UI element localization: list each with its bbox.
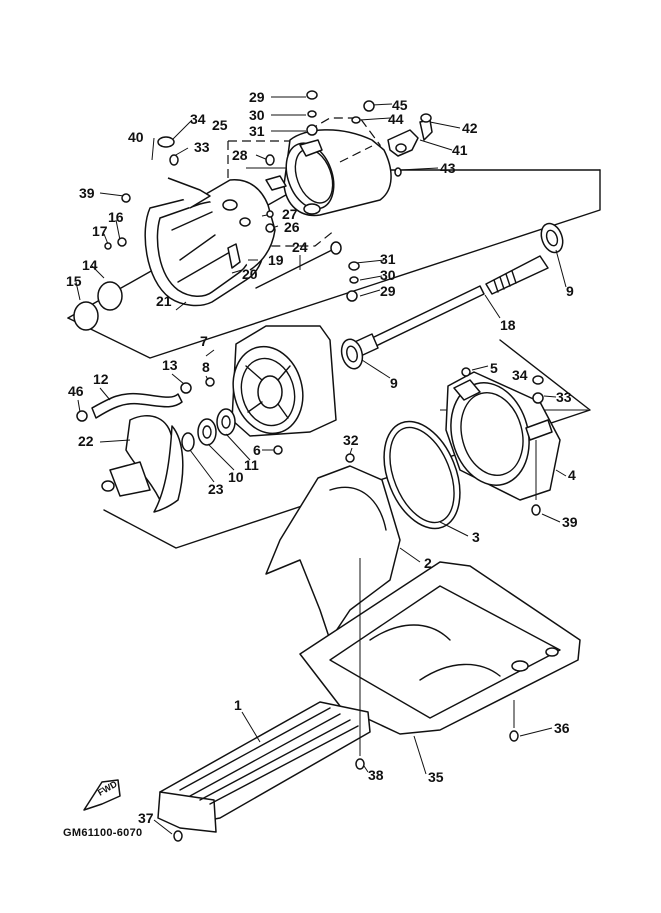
forward-direction-arrow: FWD [83, 779, 121, 811]
callout-33-lower: 33 [556, 389, 572, 405]
callout-39-lower: 39 [562, 514, 578, 530]
callout-33-top: 33 [194, 139, 210, 155]
drive-shaft [345, 255, 549, 361]
callout-24: 24 [292, 239, 308, 255]
callout-46: 46 [68, 383, 84, 399]
callout-6: 6 [253, 442, 261, 458]
impeller [101, 415, 184, 513]
callout-19: 19 [268, 252, 284, 268]
callout-40: 40 [128, 129, 144, 145]
callout-16: 16 [108, 209, 124, 225]
impeller-housing [231, 325, 337, 437]
callout-34-lower: 34 [512, 367, 528, 383]
callout-45: 45 [392, 97, 408, 113]
callout-27: 27 [282, 206, 298, 222]
seal-stack [181, 408, 236, 452]
callout-4: 4 [568, 467, 576, 483]
bracket-41 [387, 119, 433, 157]
part-callouts: 29 30 31 34 40 25 33 28 39 16 17 14 15 2… [63, 89, 578, 839]
callout-1: 1 [234, 697, 242, 713]
callout-9-upper: 9 [566, 283, 574, 299]
callout-5: 5 [490, 360, 498, 376]
callout-7: 7 [200, 333, 208, 349]
callout-9-middle: 9 [390, 375, 398, 391]
callout-44: 44 [388, 111, 404, 127]
callout-23: 23 [208, 481, 224, 497]
callout-17: 17 [92, 223, 108, 239]
callout-10: 10 [228, 469, 244, 485]
callout-18: 18 [500, 317, 516, 333]
callout-3: 3 [472, 529, 480, 545]
intake-duct [265, 465, 401, 641]
callout-31-top: 31 [249, 123, 265, 139]
callout-36: 36 [554, 720, 570, 736]
callout-30-top: 30 [249, 107, 265, 123]
callout-42: 42 [462, 120, 478, 136]
tie-bolt [255, 241, 342, 289]
callout-37: 37 [138, 810, 154, 826]
callout-29-lower: 29 [380, 283, 396, 299]
callout-32: 32 [343, 432, 359, 448]
callout-41: 41 [452, 142, 468, 158]
intake-housing [144, 177, 276, 307]
callout-15: 15 [66, 273, 82, 289]
bearing-middle [340, 338, 364, 370]
callout-31-lower: 31 [380, 251, 396, 267]
callout-21: 21 [156, 293, 172, 309]
callout-35: 35 [428, 769, 444, 785]
callout-38: 38 [368, 767, 384, 783]
bearing-upper [540, 222, 564, 254]
callout-43: 43 [440, 160, 456, 176]
liner-ring [383, 420, 461, 530]
callout-34-top: 34 [190, 111, 206, 127]
callout-8: 8 [202, 359, 210, 375]
callout-25: 25 [212, 117, 228, 133]
callout-26: 26 [284, 219, 300, 235]
callout-29-top: 29 [249, 89, 265, 105]
hose [91, 392, 183, 419]
jet-nozzle [445, 371, 561, 501]
callout-39-top: 39 [79, 185, 95, 201]
callout-14: 14 [82, 257, 98, 273]
callout-2: 2 [424, 555, 432, 571]
callout-28: 28 [232, 147, 248, 163]
callout-12: 12 [93, 371, 109, 387]
nozzle-cover [265, 129, 392, 217]
callout-20: 20 [242, 266, 258, 282]
callout-30-lower: 30 [380, 267, 396, 283]
part-25-group-outline [227, 117, 386, 247]
callout-13: 13 [162, 357, 178, 373]
lower-leader-lines [77, 349, 567, 835]
fasteners [73, 90, 544, 842]
intake-grate [157, 701, 371, 833]
callout-11: 11 [244, 457, 259, 473]
drawing-code: GM61100-6070 [63, 827, 142, 839]
callout-22: 22 [78, 433, 94, 449]
